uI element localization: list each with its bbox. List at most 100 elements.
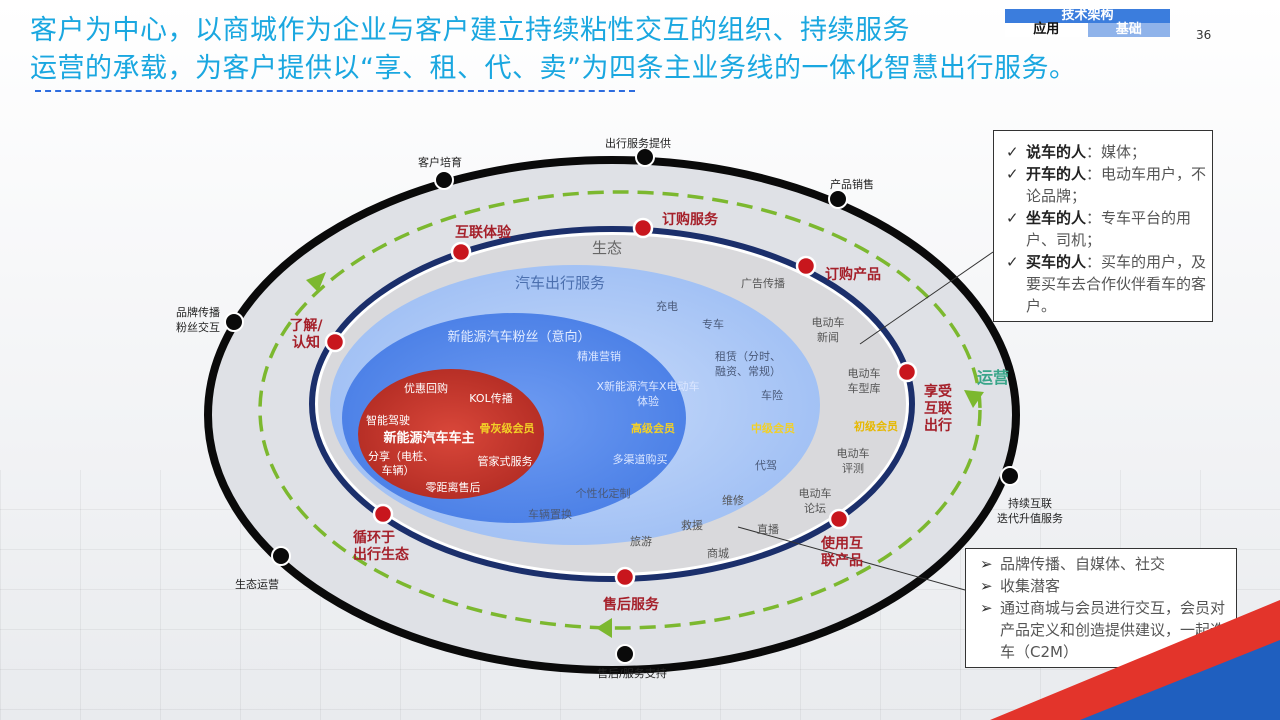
eco-news-2: 新闻 — [817, 330, 839, 344]
dot-customer-cultivate — [434, 170, 454, 190]
dot-eco-operation — [271, 546, 291, 566]
dot-order-service — [632, 217, 654, 239]
label-travel-service: 汽车出行服务 — [515, 274, 605, 292]
label-owners: 新能源汽车车主 — [383, 430, 474, 446]
loop-arrow-bottom — [596, 618, 612, 638]
label-enjoy-2: 互联 — [924, 401, 953, 417]
arrow-bullet-icon: ➢ — [980, 577, 993, 595]
dot-continuous — [1000, 466, 1020, 486]
label-internet-experience: 互联体验 — [455, 224, 512, 241]
label-product-sales: 产品销售 — [830, 177, 874, 191]
travel-charging: 充电 — [656, 299, 678, 313]
label-customer-cultivate: 客户培育 — [418, 155, 462, 169]
label-brand-spread-1: 品牌传播 — [176, 305, 220, 319]
label-eco-operation: 生态运营 — [235, 577, 279, 591]
label-aftersales: 售后服务 — [602, 596, 660, 613]
operation-item: ➢收集潜客 — [980, 577, 1061, 595]
fans-multi-channel: 多渠道购买 — [613, 452, 668, 466]
dot-brand-spread — [224, 312, 244, 332]
label-operation: 运营 — [977, 368, 1009, 387]
eco-forum-1: 电动车 — [799, 486, 832, 500]
dot-cycle — [372, 503, 394, 525]
fans-senior-member: 高级会员 — [631, 421, 675, 435]
page-title: 客户为中心，以商城作为企业与客户建立持续粘性交互的组织、持续服务 运营的承载，为… — [30, 12, 1077, 88]
tab-foundation[interactable]: 基础 — [1087, 23, 1170, 37]
eco-rescue: 救援 — [681, 518, 703, 532]
label-enjoy-1: 享受 — [924, 383, 952, 400]
dot-internet-experience — [450, 241, 472, 263]
label-enjoy-3: 出行 — [924, 417, 952, 434]
travel-private-car: 专车 — [702, 317, 724, 331]
title-line-1: 客户为中心，以商城作为企业与客户建立持续粘性交互的组织、持续服务 — [30, 15, 910, 46]
eco-review-2: 评测 — [842, 462, 864, 475]
tech-architecture-nav: 技术架构 应用 基础 — [1005, 9, 1170, 37]
dot-service-provide — [635, 147, 655, 167]
eco-repair: 维修 — [722, 493, 744, 507]
label-use-1: 使用互 — [820, 535, 863, 552]
dot-understand — [324, 331, 346, 353]
label-aftersales-support: 售后/服务支持 — [597, 666, 667, 680]
dot-enjoy — [896, 361, 918, 383]
eco-travel: 旅游 — [630, 534, 652, 548]
eco-models-2: 车型库 — [848, 381, 881, 395]
dot-order-product — [795, 255, 817, 277]
arrow-bullet-icon: ➢ — [980, 555, 993, 573]
eco-ad: 广告传播 — [741, 276, 785, 290]
dot-use — [828, 508, 850, 530]
operation-item: ➢通过商城与会员进行交互，会员对产品定义和创造提供建议，一起造车（C2M） — [980, 599, 1226, 661]
audience-info-box: ✓说车的人：媒体； ✓开车的人：电动车用户，不论品牌； ✓坐车的人：专车平台的用… — [993, 130, 1213, 322]
owners-coupon: 优惠回购 — [404, 381, 448, 395]
travel-mid-member: 中级会员 — [751, 421, 795, 435]
travel-chauffeur: 代驾 — [755, 459, 777, 472]
label-order-product: 订购产品 — [825, 266, 881, 283]
label-continuous-2: 迭代升值服务 — [997, 512, 1063, 525]
owners-share-2: 车辆） — [382, 463, 415, 477]
fans-x-exp-2: 体验 — [637, 394, 659, 408]
fans-x-exp-1: X新能源汽车X电动车 — [596, 379, 699, 393]
arrow-bullet-icon: ➢ — [980, 599, 993, 617]
owners-butler: 管家式服务 — [478, 454, 533, 468]
eco-mall: 商城 — [707, 546, 729, 560]
label-continuous-1: 持续互联 — [1008, 496, 1052, 510]
label-use-2: 联产品 — [821, 552, 863, 569]
check-icon: ✓ — [1006, 209, 1019, 227]
audience-item: ✓坐车的人：专车平台的用户、司机； — [1006, 209, 1192, 249]
tab-application[interactable]: 应用 — [1005, 23, 1088, 37]
check-icon: ✓ — [1006, 253, 1019, 271]
tech-architecture-title: 技术架构 — [1005, 9, 1170, 23]
owners-smart-drive: 智能驾驶 — [366, 413, 410, 427]
audience-item: ✓说车的人：媒体； — [1006, 143, 1147, 161]
label-cycle-1: 循环于 — [353, 529, 395, 546]
eco-review-1: 电动车 — [837, 446, 870, 460]
owners-bone-member: 骨灰级会员 — [480, 421, 535, 435]
operation-item: ➢品牌传播、自媒体、社交 — [980, 555, 1166, 573]
label-understand-1: 了解/ — [289, 317, 323, 334]
eco-live: 直播 — [757, 522, 779, 536]
eco-forum-2: 论坛 — [804, 501, 826, 515]
owners-core — [358, 369, 544, 499]
travel-lease-1: 租赁（分时、 — [715, 349, 781, 363]
travel-insurance: 车险 — [761, 388, 783, 402]
dot-aftersales-support — [615, 644, 635, 664]
label-order-service: 订购服务 — [662, 211, 719, 228]
loop-arrow-right — [964, 390, 984, 408]
travel-customization: 个性化定制 — [576, 486, 631, 500]
title-line-2: 运营的承载，为客户提供以“享、租、代、卖”为四条主业务线的一体化智慧出行服务。 — [30, 53, 1077, 84]
label-service-provide: 出行服务提供 — [605, 136, 671, 150]
travel-lease-2: 融资、常规） — [715, 364, 781, 378]
title-divider — [35, 90, 635, 92]
eco-news-1: 电动车 — [812, 315, 845, 329]
loop-arrow-left — [306, 272, 326, 292]
eco-models-1: 电动车 — [848, 366, 881, 380]
owners-kol: KOL传播 — [469, 391, 512, 405]
eco-basic-member: 初级会员 — [854, 419, 898, 433]
label-brand-spread-2: 粉丝交互 — [176, 320, 220, 334]
owners-share-1: 分享（电桩、 — [368, 449, 434, 463]
dot-product-sales — [828, 189, 848, 209]
operation-info-box: ➢品牌传播、自媒体、社交 ➢收集潜客 ➢通过商城与会员进行交互，会员对产品定义和… — [965, 548, 1237, 668]
check-icon: ✓ — [1006, 165, 1019, 183]
navy-ring-dots — [324, 217, 918, 588]
label-cycle-2: 出行生态 — [353, 546, 409, 563]
label-fans: 新能源汽车粉丝（意向） — [447, 329, 590, 345]
